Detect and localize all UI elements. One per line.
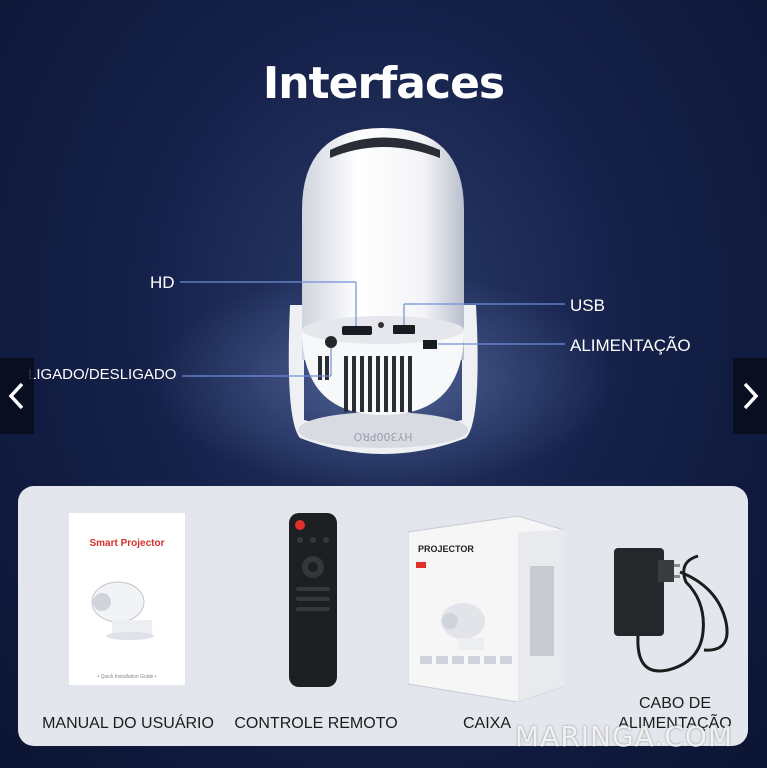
page-title: Interfaces bbox=[262, 58, 505, 109]
remote-image bbox=[289, 513, 337, 687]
model-text: HY300PRO bbox=[353, 430, 412, 443]
label-remote: CONTROLE REMOTO bbox=[234, 715, 398, 732]
chevron-right-icon bbox=[743, 382, 759, 410]
label-box: CAIXA bbox=[462, 715, 511, 732]
callout-hd: HD bbox=[150, 273, 175, 292]
label-cable: CABO DE ALIMENTAÇÃO bbox=[618, 695, 732, 732]
label-manual: MANUAL DO USUÁRIO bbox=[42, 715, 214, 732]
callout-usb: USB bbox=[570, 296, 605, 315]
prev-slide-button[interactable] bbox=[0, 358, 34, 434]
box-image: PROJECTOR bbox=[408, 516, 564, 702]
watermark: MARINGA.COM bbox=[515, 720, 733, 753]
chevron-left-icon bbox=[8, 382, 24, 410]
callout-power: ALIMENTAÇÃO bbox=[570, 336, 691, 355]
svg-text:PROJECTOR: PROJECTOR bbox=[418, 544, 474, 554]
next-slide-button[interactable] bbox=[733, 358, 767, 434]
callout-onoff: LIGADO/DESLIGADO bbox=[28, 366, 177, 383]
manual-image: Smart Projector • Quick Installation Gui… bbox=[68, 512, 186, 686]
projector-illustration: HY300PRO bbox=[153, 128, 613, 490]
svg-text:Smart Projector: Smart Projector bbox=[89, 538, 164, 549]
svg-text:• Quick Installation Guide •: • Quick Installation Guide • bbox=[97, 674, 156, 680]
power-cable-image bbox=[614, 548, 729, 673]
